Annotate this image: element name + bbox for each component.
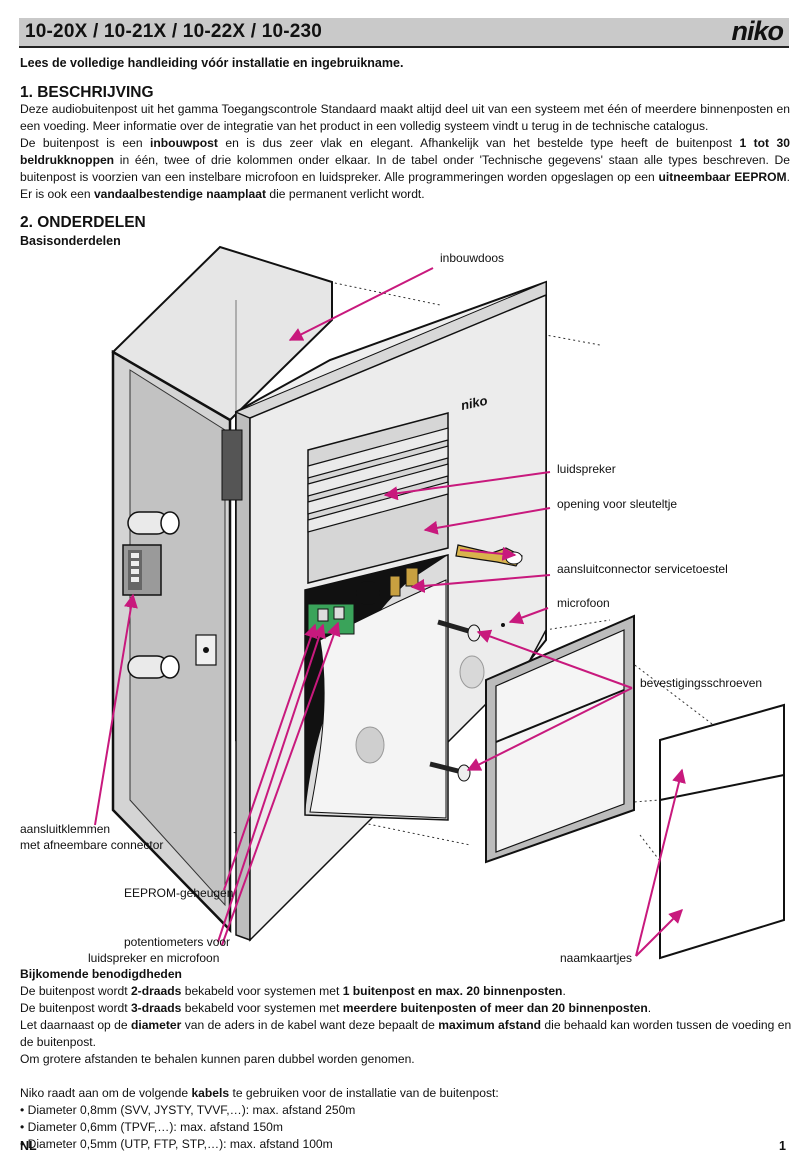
bold-text: 1 buitenpost en max. 20 binnenposten bbox=[342, 984, 563, 998]
text: in één, twee of drie kolommen onder elka… bbox=[20, 153, 790, 184]
text: te gebruiken voor de installatie van de … bbox=[229, 1086, 499, 1100]
mounting-box bbox=[111, 245, 333, 934]
section-2-subheading: Basisonderdelen bbox=[20, 234, 121, 248]
cables-intro: Niko raadt aan om de volgende kabels te … bbox=[20, 1085, 795, 1102]
label-aansluitconnector: aansluitconnector servicetoestel bbox=[557, 562, 728, 576]
text: . bbox=[647, 1001, 652, 1015]
text: Let daarnaast op de bbox=[20, 1018, 131, 1032]
name-plate-frame bbox=[485, 614, 635, 864]
name-cards bbox=[659, 703, 785, 960]
document-title: 10-20X / 10-21X / 10-22X / 10-230 bbox=[25, 21, 323, 42]
text: bekabeld voor systemen met bbox=[181, 1001, 343, 1015]
accessories-line-4: Om grotere afstanden te behalen kunnen p… bbox=[20, 1052, 415, 1066]
label-eeprom: EEPROM-geheugen bbox=[124, 886, 234, 900]
section-1-body: Deze audiobuitenpost uit het gamma Toega… bbox=[20, 101, 790, 203]
bold-text: diameter bbox=[130, 1018, 182, 1032]
label-aansluitklemmen: aansluitklemmen bbox=[20, 822, 111, 836]
text: Niko raadt aan om de volgende bbox=[20, 1086, 192, 1100]
footer-language: NL bbox=[20, 1139, 37, 1153]
text: bekabeld voor systemen met bbox=[181, 984, 343, 998]
cable-bullet-3: • Diameter 0,5mm (UTP, FTP, STP,…): max.… bbox=[20, 1137, 333, 1151]
footer-page-number: 1 bbox=[779, 1139, 786, 1153]
terminal-block bbox=[122, 544, 162, 596]
text: De buitenpost wordt bbox=[20, 1001, 131, 1015]
bold-text: meerdere buitenposten of meer dan 20 bin… bbox=[342, 1001, 648, 1015]
label-inbouwdoos: inbouwdoos bbox=[440, 251, 505, 265]
bold-text: inbouwpost bbox=[150, 136, 218, 150]
bold-text: vandaalbestendige naamplaat bbox=[93, 187, 267, 201]
text: die behaald kan worden tussen de voeding… bbox=[20, 1018, 792, 1049]
microphone-dot bbox=[501, 623, 505, 627]
label-naamkaartjes: naamkaartjes bbox=[560, 951, 633, 965]
bold-text: kabels bbox=[191, 1086, 230, 1100]
label-luidspreker-microfoon: luidspreker en microfoon bbox=[88, 951, 220, 965]
bold-text: 1 tot 30 beldrukknoppen bbox=[20, 136, 790, 167]
cable-entry bbox=[195, 634, 217, 666]
cable-bullet-2: • Diameter 0,6mm (TPVF,…): max. afstand … bbox=[20, 1120, 283, 1134]
section-1-paragraph-2: De buitenpost is een inbouwpost en is du… bbox=[20, 135, 790, 203]
section-1-paragraph-1: Deze audiobuitenpost uit het gamma Toega… bbox=[20, 102, 790, 133]
niko-logo: niko bbox=[731, 16, 784, 46]
text: die permanent verlicht wordt. bbox=[266, 187, 425, 201]
label-bevestigingsschroeven: bevestigingsschroeven bbox=[640, 676, 763, 690]
label-microfoon: microfoon bbox=[557, 596, 610, 610]
fixing-screws bbox=[429, 619, 481, 782]
text: De buitenpost is een bbox=[20, 136, 151, 150]
accessories-line-3: Let daarnaast op de diameter van de ader… bbox=[20, 1017, 795, 1051]
text: en is dus zeer vlak en elegant. Afhankel… bbox=[217, 136, 740, 150]
bold-text: uitneembaar EEPROM bbox=[658, 170, 787, 184]
speaker-grille bbox=[307, 427, 449, 533]
label-luidspreker: luidspreker bbox=[557, 462, 616, 476]
pointer-lines bbox=[94, 267, 686, 957]
label-opening-sleuteltje: opening voor sleuteltje bbox=[557, 497, 678, 511]
accessories-line-1: De buitenpost wordt 2-draads bekabeld vo… bbox=[20, 983, 795, 1000]
bold-text: maximum afstand bbox=[438, 1018, 542, 1032]
accessories-section: Bijkomende benodigdheden De buitenpost w… bbox=[20, 966, 795, 1153]
wall-plugs bbox=[127, 511, 180, 679]
text: van de aders in de kabel want deze bepaa… bbox=[181, 1018, 439, 1032]
text: . bbox=[562, 984, 566, 998]
bold-text: 2-draads bbox=[130, 984, 182, 998]
text: De buitenpost wordt bbox=[20, 984, 131, 998]
label-potentiometers: potentiometers voor bbox=[124, 935, 231, 949]
header-bar: 10-20X / 10-21X / 10-22X / 10-230 niko bbox=[19, 16, 789, 48]
panel-logo: niko bbox=[460, 393, 489, 413]
cable-bullet-1: • Diameter 0,8mm (SVV, JYSTY, TVVF,…): m… bbox=[20, 1103, 356, 1117]
bold-text: 3-draads bbox=[130, 1001, 182, 1015]
text: . Er is ook een bbox=[20, 170, 790, 201]
label-afneembare-connector: met afneembare connector bbox=[20, 838, 164, 852]
intro-note: Lees de volledige handleiding vóór insta… bbox=[20, 56, 404, 70]
section-2-heading: 2. ONDERDELEN bbox=[20, 214, 146, 231]
accessories-line-2: De buitenpost wordt 3-draads bekabeld vo… bbox=[20, 1000, 795, 1017]
section-1-heading: 1. BESCHRIJVING bbox=[20, 84, 154, 101]
accessories-heading: Bijkomende benodigdheden bbox=[20, 967, 182, 981]
